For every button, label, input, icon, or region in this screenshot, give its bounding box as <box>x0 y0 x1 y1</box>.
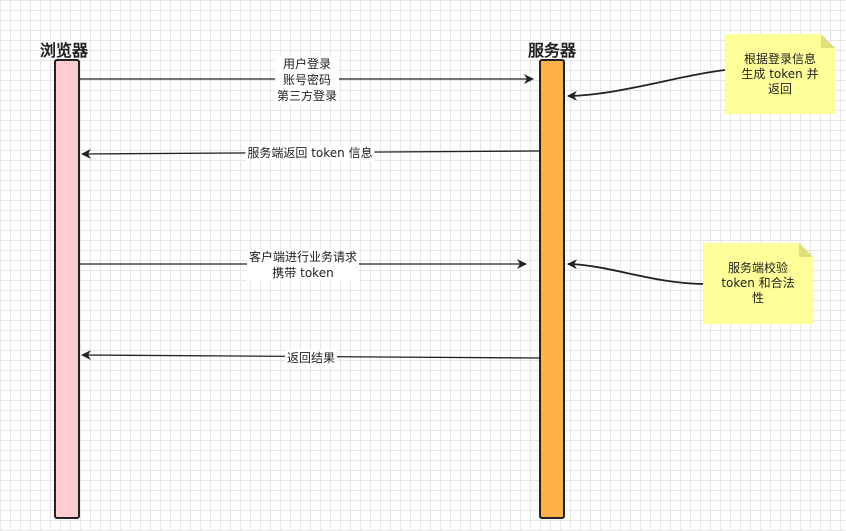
note-2-fold <box>799 243 813 257</box>
message-label-3-line-1: 客户端进行业务请求 <box>248 250 358 264</box>
note-token-generate-text: 根据登录信息 生成 token 并 返回 <box>741 52 818 97</box>
note-token-verify: 服务端校验 token 和合法 性 <box>703 243 813 324</box>
note-token-generate: 根据登录信息 生成 token 并 返回 <box>725 34 835 114</box>
message-label-1-line-2: 账号密码 <box>282 73 332 87</box>
note-2-line-1: 服务端校验 <box>727 261 788 275</box>
note-2-line-3: 性 <box>751 291 764 305</box>
message-label-2: 服务端返回 token 信息 <box>245 145 375 161</box>
message-label-1-line-1: 用户登录 <box>282 57 332 71</box>
note-connector-2 <box>567 259 704 285</box>
note-2-line-2: token 和合法 <box>721 276 795 290</box>
note-token-verify-text: 服务端校验 token 和合法 性 <box>721 261 794 306</box>
message-label-1: 用户登录 账号密码 第三方登录 <box>274 56 340 104</box>
server-title: 服务器 <box>528 41 577 60</box>
message-label-3-line-2: 携带 token <box>272 266 334 280</box>
browser-lifeline <box>54 59 80 519</box>
message-label-2-line-1: 服务端返回 token 信息 <box>247 146 373 160</box>
message-label-4: 返回结果 <box>284 350 338 366</box>
message-label-4-line-1: 返回结果 <box>286 351 336 365</box>
note-1-line-1: 根据登录信息 <box>743 51 816 66</box>
note-1-line-3: 返回 <box>767 81 792 96</box>
note-1-line-2: 生成 token 并 <box>741 66 819 81</box>
browser-title: 浏览器 <box>40 41 89 60</box>
note-connector-1 <box>567 69 726 101</box>
server-lifeline <box>539 59 565 519</box>
message-label-3: 客户端进行业务请求 携带 token <box>246 249 360 281</box>
message-label-1-line-3: 第三方登录 <box>276 89 338 103</box>
note-1-fold <box>821 34 835 48</box>
